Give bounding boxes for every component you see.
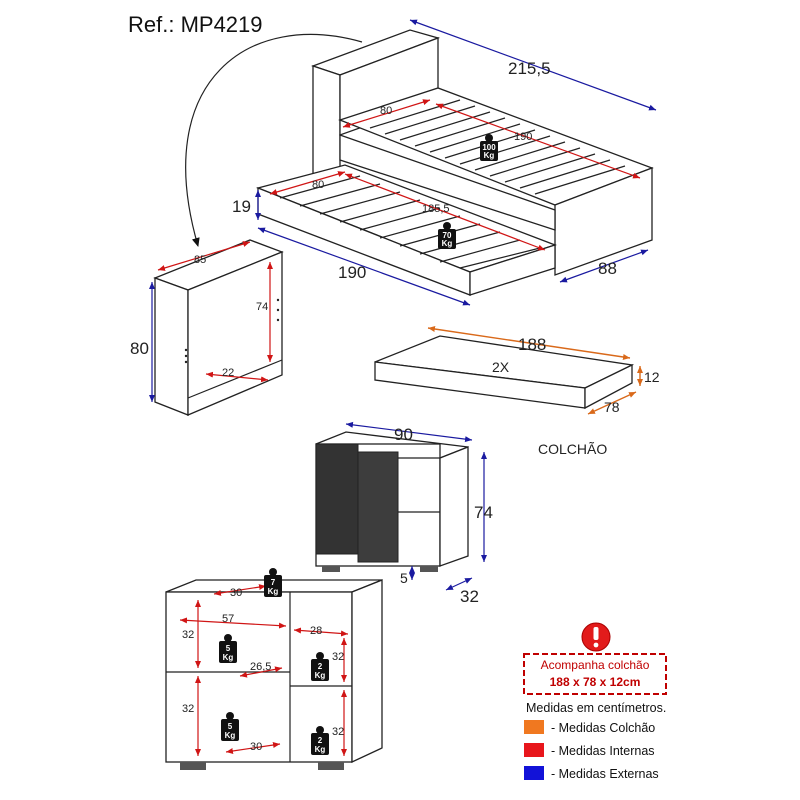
legend-title: Medidas em centímetros. [526, 701, 666, 715]
shelf-left-upper-weight-unit: Kg [223, 653, 234, 662]
shelf-unit-foot [180, 762, 206, 770]
mattress-notice: Acompanha colchão 188 x 78 x 12cm [523, 622, 667, 695]
headboard-inner-height-label: 74 [256, 301, 268, 313]
shelf-left-h1-label: 32 [182, 629, 194, 641]
shelf-top-depth-dim-line [213, 584, 267, 596]
headboard-left-side [154, 277, 189, 416]
shelf-top-weight-unit: Kg [268, 587, 279, 596]
trundle-height-label: 19 [232, 197, 251, 216]
shelf-right-width-label: 28 [310, 625, 322, 637]
notice-line-2: 188 x 78 x 12cm [550, 675, 641, 689]
shelf-right-upper-weight-value: 2 [318, 662, 323, 671]
trundle-slat-length-label: 185,5 [422, 203, 450, 215]
cabinet-depth-label: 32 [460, 587, 479, 606]
cabinet-door-left [315, 443, 359, 555]
mattress-length-dim-line [427, 326, 631, 360]
legend-swatch-mattress [524, 720, 544, 734]
mattress-caption: COLCHÃO [538, 441, 607, 457]
headboard-height-label: 80 [130, 339, 149, 358]
headboard-width-dim-line [157, 241, 251, 271]
cabinet-illustration [315, 431, 469, 572]
cabinet-foot [420, 566, 438, 572]
bed-slat-length-dim-line [435, 103, 641, 179]
trundle-slat-width-dim-line [269, 171, 346, 195]
cabinet-door-right [357, 451, 399, 563]
trundle-weight-unit: Kg [442, 239, 453, 248]
shelf-depth-dim-line [239, 666, 283, 678]
headboard-width-label: 85 [194, 254, 206, 266]
bed-slat-width-label: 80 [380, 105, 392, 117]
reference-code: Ref.: MP4219 [128, 12, 263, 37]
shelf-right-width-dim-line [293, 627, 349, 637]
shelf-top-weight-value: 7 [271, 578, 276, 587]
notice-box [523, 653, 667, 695]
shelf-left-lower-weight-unit: Kg [225, 731, 236, 740]
bed-length-label: 215,5 [508, 59, 551, 78]
mattress-length-label: 188 [518, 335, 546, 354]
bed-width-label: 88 [598, 259, 617, 278]
shelf-right-lower-weight-value: 2 [318, 736, 323, 745]
trundle-slat-length-dim-line [344, 173, 546, 251]
cabinet-height-label: 74 [474, 503, 493, 522]
bed-slat-width-dim-line [342, 99, 431, 128]
mattress-width-dim-line [587, 391, 637, 415]
cabinet-width-dim-line [345, 421, 473, 443]
shelf-left-lower-weight-icon: 5 Kg [221, 712, 239, 741]
trundle-length-dim-line [257, 227, 471, 306]
cabinet-side [439, 446, 469, 567]
headboard-depth-dim-line [205, 371, 269, 383]
shelf-right-h1-label: 32 [332, 651, 344, 663]
notice-line-1: Acompanha colchão [541, 658, 650, 672]
shelf-top-depth-label: 30 [230, 587, 242, 599]
bed-length-dim-line [409, 19, 657, 111]
bed-weight-value: 100 [482, 143, 496, 152]
legend-item-internal: - Medidas Internas [551, 744, 655, 758]
headboard-illustration [153, 239, 284, 416]
bed-slat-length-label: 190 [514, 131, 532, 143]
legend-swatch-internal [524, 743, 544, 757]
shelf-left-h2-label: 32 [182, 703, 194, 715]
shelf-left-lower-weight-value: 5 [228, 722, 233, 731]
headboard-holes [184, 298, 280, 364]
shelf-right-upper-weight-unit: Kg [315, 671, 326, 680]
trundle-side [469, 244, 556, 296]
shelf-left-upper-weight-icon: 5 Kg [219, 634, 237, 663]
shelf-right-h2-label: 32 [332, 726, 344, 738]
cabinet-foot [322, 566, 340, 572]
headboard-pointer-arrow [185, 33, 363, 247]
bed-illustration [255, 29, 654, 296]
cabinet-depth-dim-line [445, 577, 473, 591]
shelf-right-lower-weight-icon: 2 Kg [311, 726, 329, 755]
trundle-weight-icon: 70 Kg [438, 222, 456, 249]
bed-weight-unit: Kg [484, 151, 495, 160]
legend-item-external: - Medidas Externas [551, 767, 659, 781]
bed-weight-icon: 100 Kg [480, 134, 498, 161]
legend-item-mattress: - Medidas Colchão [551, 721, 655, 735]
shelf-left-upper-weight-value: 5 [226, 644, 231, 653]
shelf-bottom-depth-label: 30 [250, 741, 262, 753]
mattress-width-label: 78 [604, 399, 620, 415]
headboard-depth-label: 22 [222, 367, 234, 379]
cabinet-foot-label: 5 [400, 570, 408, 586]
trundle-weight-value: 70 [443, 231, 452, 240]
cabinet-width-label: 90 [394, 425, 413, 444]
trundle-slat-width-label: 80 [312, 179, 324, 191]
shelf-right-lower-weight-unit: Kg [315, 745, 326, 754]
shelf-top-weight-icon: 7 Kg [264, 568, 282, 597]
shelf-bottom-depth-dim-line [225, 742, 281, 754]
shelf-unit-foot [318, 762, 344, 770]
mattress-quantity: 2X [492, 359, 510, 375]
trundle-length-label: 190 [338, 263, 366, 282]
mattress-height-label: 12 [644, 369, 660, 385]
bed-width-dim-line [559, 249, 649, 283]
shelf-inner-width-label: 57 [222, 613, 234, 625]
shelf-right-upper-weight-icon: 2 Kg [311, 652, 329, 681]
shelf-depth-label: 26,5 [250, 661, 271, 673]
legend-swatch-external [524, 766, 544, 780]
color-legend: Medidas em centímetros. - Medidas Colchã… [524, 701, 666, 781]
shelf-unit-side [351, 579, 383, 764]
